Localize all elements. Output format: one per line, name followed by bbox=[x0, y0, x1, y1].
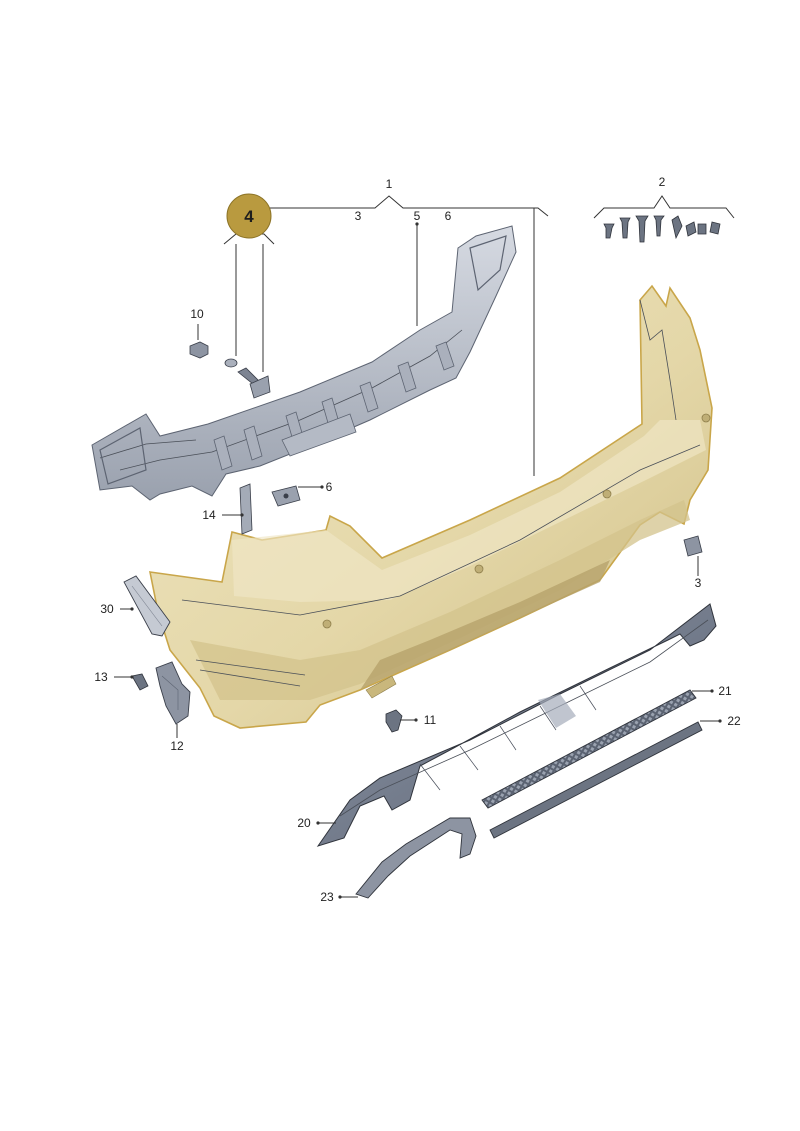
carrier-drop-plate bbox=[281, 413, 357, 457]
callout-labels: 1 2 3 5 6 10 6 14 3 30 13 12 11 21 22 20… bbox=[94, 175, 741, 904]
badge-label: 4 bbox=[244, 207, 254, 226]
parking-sensor bbox=[602, 489, 612, 499]
callout-3-clip: 3 bbox=[695, 576, 702, 590]
callout-21: 21 bbox=[718, 684, 732, 698]
callout-6-clip: 6 bbox=[326, 480, 333, 494]
callout-23: 23 bbox=[320, 890, 334, 904]
callout-13: 13 bbox=[94, 670, 108, 684]
carrier-end-frame-right bbox=[469, 235, 507, 292]
bumper-top-surface bbox=[232, 420, 706, 602]
parking-sensor bbox=[474, 564, 484, 574]
callout-5: 5 bbox=[414, 209, 421, 223]
fastener-set-10 bbox=[189, 341, 271, 399]
grille-insert-21 bbox=[481, 689, 697, 809]
badge-circle bbox=[226, 193, 272, 239]
clip-6 bbox=[271, 485, 301, 507]
callout-22: 22 bbox=[727, 714, 741, 728]
callout-14: 14 bbox=[202, 508, 216, 522]
screw-13 bbox=[131, 673, 149, 691]
bumper-cover-body bbox=[148, 284, 713, 729]
diffuser-body bbox=[316, 603, 717, 847]
callout-6: 6 bbox=[445, 209, 452, 223]
callout-1: 1 bbox=[386, 177, 393, 191]
callout-10: 10 bbox=[190, 307, 204, 321]
parking-sensor bbox=[701, 413, 711, 423]
callout-11: 11 bbox=[424, 713, 437, 727]
spacer-plate bbox=[249, 375, 271, 399]
callout-12: 12 bbox=[170, 739, 184, 753]
rear-diffuser-20 bbox=[316, 603, 717, 847]
rear-bumper-cover bbox=[148, 284, 713, 729]
carrier-end-frame-left bbox=[99, 427, 147, 485]
guide-14 bbox=[239, 483, 253, 535]
callout-3: 3 bbox=[355, 209, 362, 223]
nut bbox=[189, 341, 209, 359]
bumper-recess bbox=[360, 560, 610, 690]
reflector-30 bbox=[123, 575, 171, 637]
washer bbox=[224, 358, 238, 368]
callout-30: 30 bbox=[100, 602, 114, 616]
fastener-kit bbox=[603, 215, 721, 243]
bumper-carrier-bracket bbox=[91, 225, 517, 501]
callout-2: 2 bbox=[659, 175, 666, 189]
exhaust-trim-23 bbox=[355, 817, 477, 899]
side-guide-12 bbox=[155, 661, 191, 725]
carrier-body bbox=[91, 225, 517, 501]
bumper-mount-tab bbox=[365, 675, 397, 699]
trim-strip-22 bbox=[489, 721, 703, 839]
callout-badge: 4 bbox=[226, 193, 272, 239]
parking-sensor bbox=[322, 619, 332, 629]
callout-20: 20 bbox=[297, 816, 311, 830]
clip-3 bbox=[683, 535, 703, 557]
bumper-lower-shade bbox=[190, 500, 690, 700]
diffuser-highlight bbox=[538, 694, 576, 728]
leader-lines bbox=[114, 195, 735, 899]
screw-11 bbox=[385, 709, 403, 733]
